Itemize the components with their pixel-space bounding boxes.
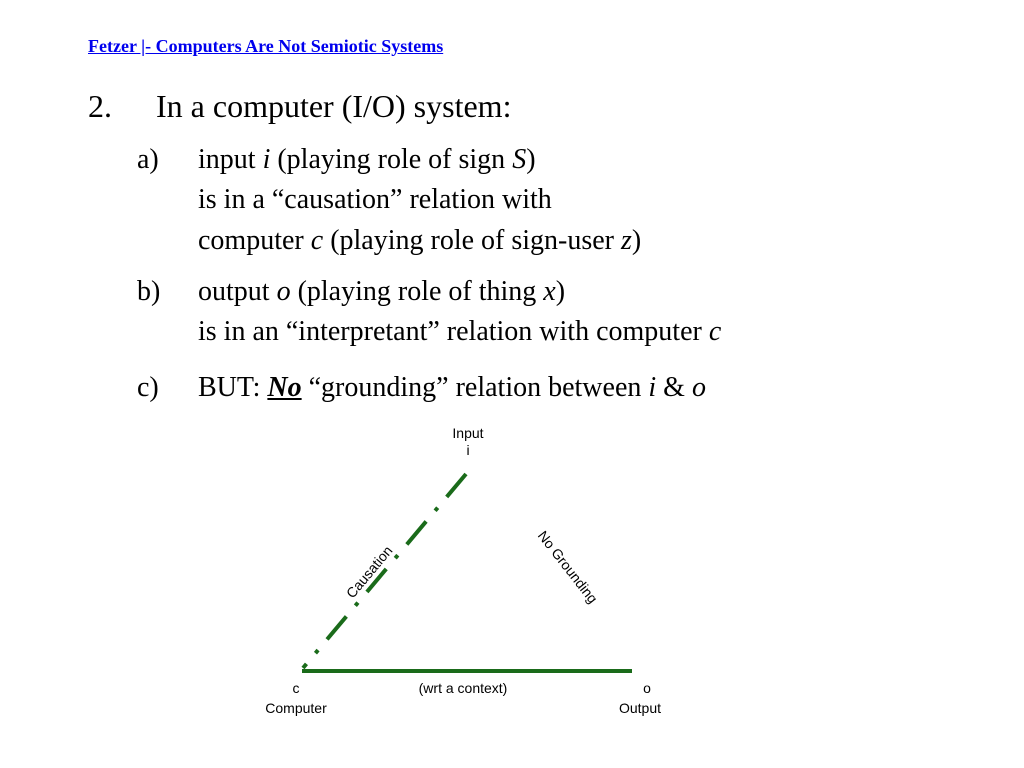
page-title-link[interactable]: Fetzer |- Computers Are Not Semiotic Sys… xyxy=(88,36,444,56)
output-label: Output xyxy=(619,700,661,716)
no-grounding-label: No Grounding xyxy=(535,528,601,607)
item-a-line2: is in a “causation” relation with xyxy=(198,184,552,215)
input-label: Input xyxy=(452,425,483,441)
output-var: o xyxy=(643,680,651,696)
item-b-line1: output o (playing role of thing x) xyxy=(198,276,566,307)
point-text: In a computer (I/O) system: xyxy=(156,88,512,124)
item-c-line: BUT: No “grounding” relation between i &… xyxy=(198,372,706,403)
item-a-marker: a) xyxy=(137,144,159,175)
item-b-marker: b) xyxy=(137,276,161,307)
causation-line xyxy=(301,472,468,670)
context-label: (wrt a context) xyxy=(419,680,508,696)
item-a-line3: computer c (playing role of sign-user z) xyxy=(198,225,642,256)
computer-label: Computer xyxy=(265,700,327,716)
point-number: 2. xyxy=(88,88,112,124)
item-a-line1: input i (playing role of sign S) xyxy=(198,144,536,175)
item-b-line2: is in an “interpretant” relation with co… xyxy=(198,316,722,347)
input-var: i xyxy=(466,442,469,458)
item-c-marker: c) xyxy=(137,372,159,403)
computer-var: c xyxy=(293,680,300,696)
